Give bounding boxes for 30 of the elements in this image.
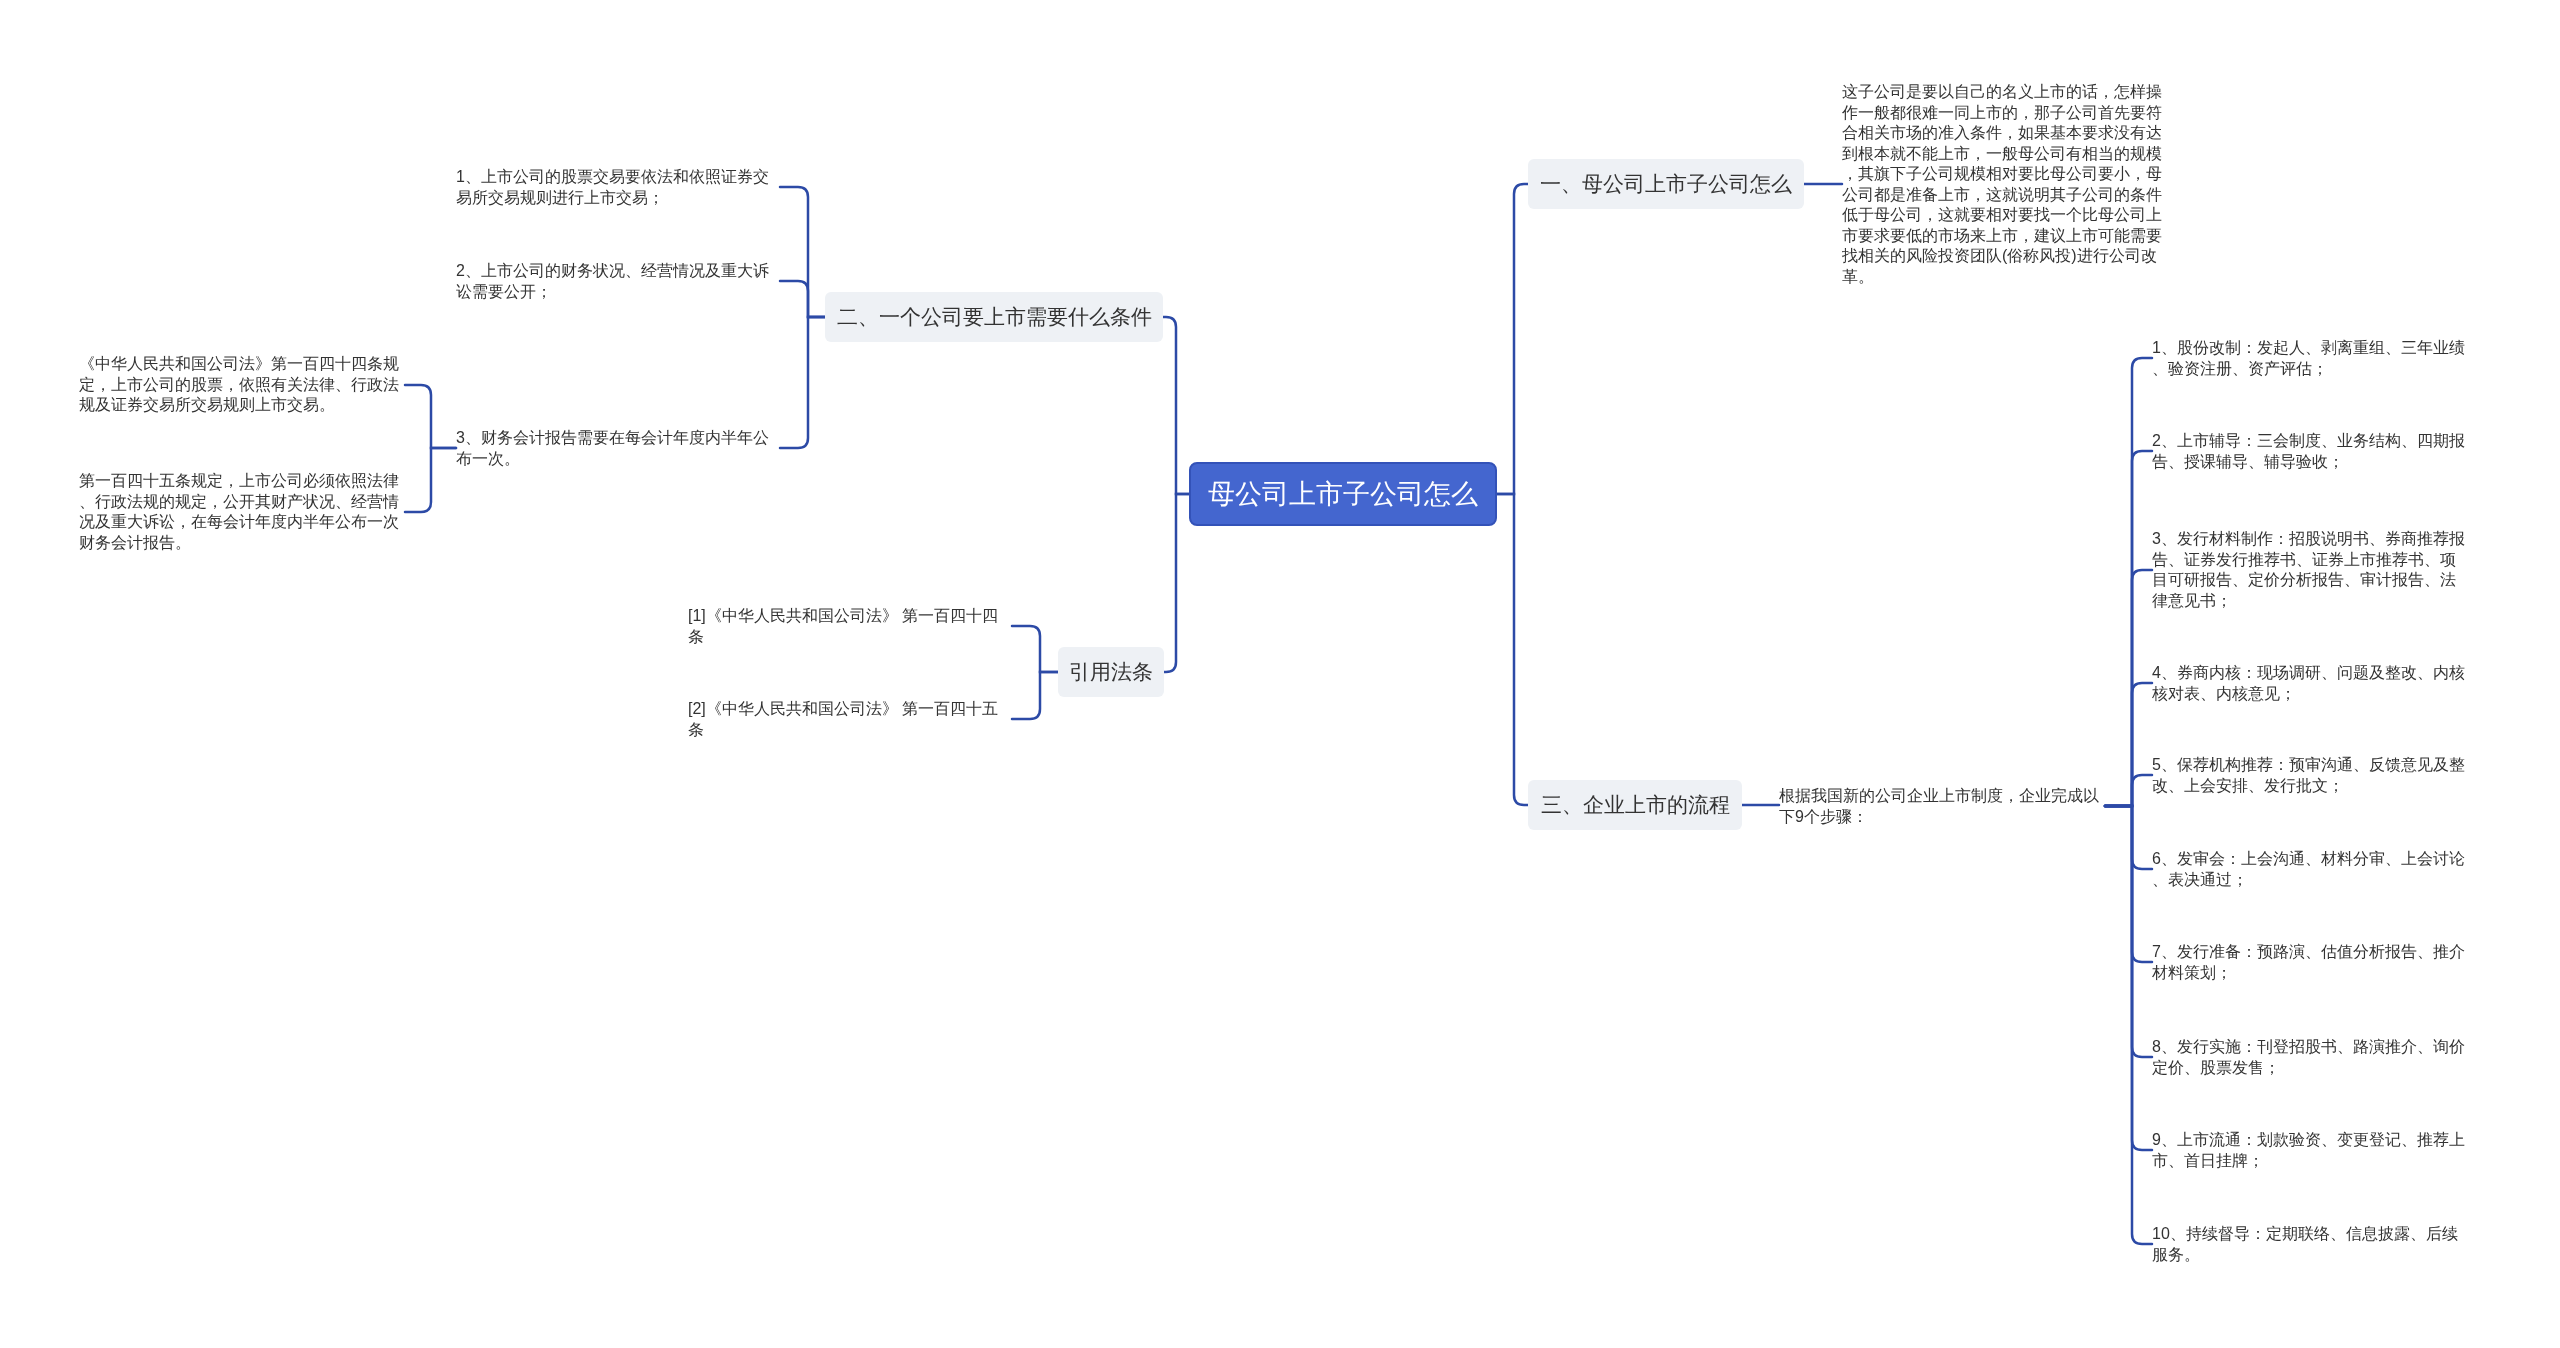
leaf-text: [2]《中华人民共和国公司法》 第一百四十五条 <box>688 698 1012 740</box>
connector-line <box>1010 670 1060 721</box>
leaf-text: 这子公司是要以自己的名义上市的话，怎样操作一般都很难一同上市的，那子公司首先要符合相关市场的准入条件，如果基本要求没有达到根本就不能上市，一般母公司有相当的规模，其旗下子公司规模相对要比母公司要小，母公司都是准备上市，这就说明其子公司的条件低于母公司，这就要相对要找一个比母公司上市要求要低的市场来上市，建议上市可能需要找相关的风险投资团队(俗称风投)进行公司改革。 <box>1842 81 2168 287</box>
leaf-text: 3、发行材料制作：招股说明书、券商推荐报告、证券发行推荐书、证券上市推荐书、项目可研报告、定价分析报告、审计报告、法律意见书； <box>2152 529 2470 611</box>
subtopic-label: 三、企业上市的流程 <box>1528 780 1742 830</box>
leaf-text: 10、持续督导：定期联络、信息披露、后续服务。 <box>2152 1223 2470 1265</box>
leaf-text: 4、券商内核：现场调研、问题及整改、内核核对表、内核意见； <box>2152 662 2470 704</box>
subtopic-label: 一、母公司上市子公司怎么 <box>1528 159 1804 209</box>
leaf-text: [1]《中华人民共和国公司法》 第一百四十四条 <box>688 605 1012 647</box>
leaf-text: 7、发行准备：预路演、估值分析报告、推介材料策划； <box>2152 941 2470 983</box>
connector-line <box>1162 492 1191 674</box>
subtopic-label: 二、一个公司要上市需要什么条件 <box>825 292 1163 342</box>
leaf-text: 3、财务会计报告需要在每会计年度内半年公布一次。 <box>456 427 780 469</box>
leaf-text: 《中华人民共和国公司法》第一百四十四条规定，上市公司的股票，依照有关法律、行政法规及证券交易所交易规则上市交易。 <box>79 354 405 416</box>
leaf-text: 2、上市公司的财务状况、经营情况及重大诉讼需要公开； <box>456 260 780 302</box>
connector-line <box>1495 492 1530 807</box>
subtopic-label: 引用法条 <box>1058 647 1164 697</box>
leaf-text: 6、发审会：上会沟通、材料分审、上会讨论、表决通过； <box>2152 848 2470 890</box>
connector-line <box>778 315 827 450</box>
central-topic: 母公司上市子公司怎么 <box>1189 462 1497 526</box>
leaf-text: 2、上市辅导：三会制度、业务结构、四期报告、授课辅导、辅导验收； <box>2152 430 2470 472</box>
leaf-text: 5、保荐机构推荐：预审沟通、反馈意见及整改、上会安排、发行批文； <box>2152 754 2470 796</box>
leaf-text: 根据我国新的公司企业上市制度，企业完成以下9个步骤： <box>1779 785 2105 827</box>
connector-line <box>1802 182 1844 186</box>
leaf-text: 1、股份改制：发起人、剥离重组、三年业绩、验资注册、资产评估； <box>2152 337 2470 379</box>
leaf-text: 8、发行实施：刊登招股书、路演推介、询价定价、股票发售； <box>2152 1036 2470 1078</box>
leaf-text: 1、上市公司的股票交易要依法和依照证券交易所交易规则进行上市交易； <box>456 166 780 208</box>
leaf-text: 第一百四十五条规定，上市公司必须依照法律、行政法规的规定，公开其财产状况、经营情况及重大诉讼，在每会计年度内半年公布一次财务会计报告。 <box>79 471 405 553</box>
leaf-text: 9、上市流通：划款验资、变更登记、推荐上市、首日挂牌； <box>2152 1129 2470 1171</box>
connector-line <box>1740 803 1781 807</box>
